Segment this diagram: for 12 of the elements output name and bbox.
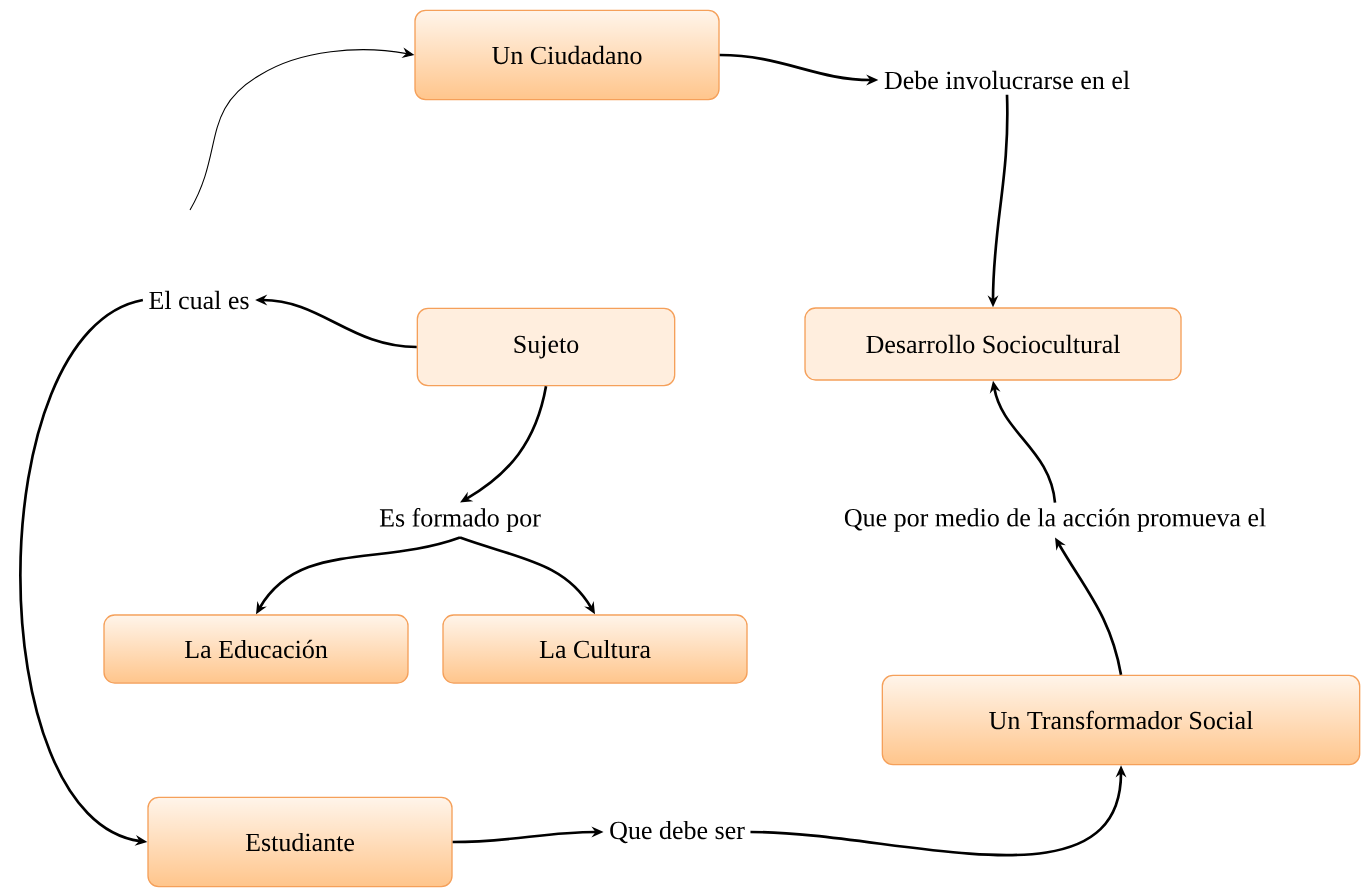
linking-phrase: Debe involucrarse en el — [884, 70, 1130, 90]
concept-box: Un Ciudadano — [414, 9, 720, 101]
linking-phrase: Que debe ser — [610, 820, 745, 844]
linking-phrase: Que por medio de la acción promueva el — [844, 508, 1266, 532]
linking-phrase: Es formado por — [379, 508, 541, 532]
concept-box: Sujeto — [416, 307, 676, 387]
concept-box: La Educación — [103, 614, 409, 684]
concept-box: La Cultura — [442, 614, 748, 684]
concept-box: Un Transformador Social — [881, 674, 1361, 766]
linking-phrase: El cual es — [149, 290, 249, 310]
concept-box: Desarrollo Sociocultural — [804, 307, 1182, 381]
concept-box: Estudiante — [147, 796, 453, 888]
